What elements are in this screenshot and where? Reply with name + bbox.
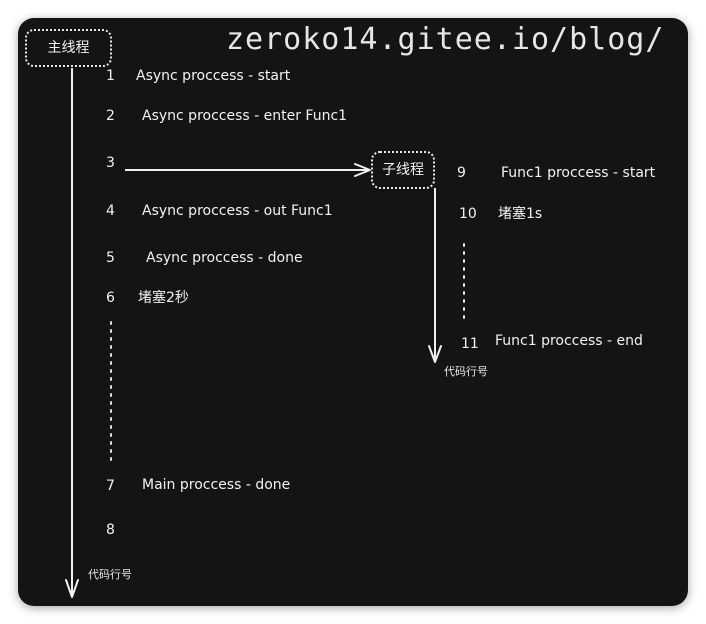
main-line-2-num: 2 [106, 108, 115, 124]
main-line-5-num: 5 [106, 250, 115, 266]
main-line-2-text: Async proccess - enter Func1 [142, 108, 348, 124]
main-line-1-num: 1 [106, 68, 115, 84]
main-line-5-text: Async proccess - done [146, 250, 303, 266]
main-line-7-num: 7 [106, 478, 115, 494]
main-thread-arrowhead [65, 579, 79, 598]
sub-line-10-num: 10 [459, 206, 477, 222]
main-line-1-text: Async proccess - start [136, 68, 291, 84]
diagram-canvas [18, 18, 688, 606]
sub-axis-label: 代码行号 [444, 365, 488, 378]
main-line-8-num: 8 [106, 522, 115, 538]
main-axis-label: 代码行号 [88, 568, 132, 581]
main-line-3-num: 3 [106, 155, 115, 171]
main-thread-label: 主线程 [25, 29, 112, 67]
sub-line-9-num: 9 [457, 165, 466, 181]
main-line-4-text: Async proccess - out Func1 [142, 203, 333, 219]
main-line-6-text: 堵塞2秒 [138, 290, 189, 306]
sub-line-9-text: Func1 proccess - start [501, 165, 656, 181]
watermark: zeroko14.gitee.io/blog/ [226, 22, 665, 57]
sub-line-11-num: 11 [461, 336, 479, 352]
main-line-7-text: Main proccess - done [142, 477, 291, 493]
sub-line-11-text: Func1 proccess - end [495, 333, 643, 349]
main-line-6-num: 6 [106, 290, 115, 306]
sub-thread-arrowhead [428, 345, 442, 363]
spawn-arrowhead [354, 163, 371, 177]
sub-thread-label: 子线程 [371, 151, 435, 189]
sub-line-10-text: 堵塞1s [498, 206, 543, 222]
main-line-4-num: 4 [106, 203, 115, 219]
